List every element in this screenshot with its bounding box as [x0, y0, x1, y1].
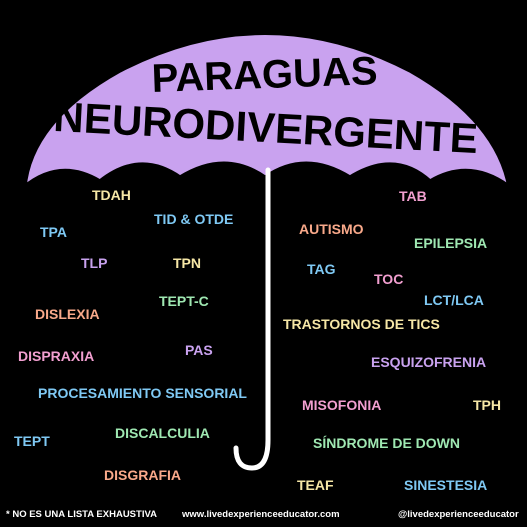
- term-teaf: TEAF: [297, 477, 334, 493]
- term-discalculia: DISCALCULIA: [115, 425, 210, 441]
- term-misofonia: MISOFONIA: [302, 397, 382, 413]
- term-tept: TEPT: [14, 433, 50, 449]
- term-sinestesia: SINESTESIA: [404, 477, 488, 493]
- footer-website[interactable]: www.livedexperienceeducator.com: [182, 509, 340, 520]
- umbrella-handle: [233, 167, 271, 471]
- term-sindrome-de-down: SÍNDROME DE DOWN: [313, 435, 460, 451]
- term-trastornos-de-tics: TRASTORNOS DE TICS: [283, 316, 440, 332]
- term-dispraxia: DISPRAXIA: [18, 348, 95, 364]
- footer-note: * NO ES UNA LISTA EXHAUSTIVA: [6, 509, 157, 520]
- term-tept-c: TEPT-C: [159, 293, 209, 309]
- title-line-1: PARAGUAS: [151, 49, 378, 101]
- footer-handle[interactable]: @livedexperienceeducator: [398, 509, 519, 520]
- term-tag: TAG: [307, 261, 336, 277]
- term-lct-lca: LCT/LCA: [424, 292, 484, 308]
- term-tlp: TLP: [81, 255, 108, 271]
- term-tph: TPH: [473, 397, 501, 413]
- umbrella-canopy: [21, 30, 513, 191]
- term-tab: TAB: [399, 188, 427, 204]
- term-esquizofrenia: ESQUIZOFRENIA: [371, 354, 487, 370]
- term-dislexia: DISLEXIA: [35, 306, 100, 322]
- term-toc: TOC: [374, 271, 404, 287]
- term-epilepsia: EPILEPSIA: [414, 235, 488, 251]
- term-autismo: AUTISMO: [299, 221, 364, 237]
- term-tid-otde: TID & OTDE: [154, 211, 234, 227]
- term-procesamiento-sensorial: PROCESAMIENTO SENSORIAL: [38, 385, 247, 401]
- term-pas: PAS: [185, 342, 213, 358]
- term-tdah: TDAH: [92, 187, 131, 203]
- term-tpn: TPN: [173, 255, 201, 271]
- term-tpa: TPA: [40, 224, 67, 240]
- term-disgrafia: DISGRAFIA: [104, 467, 181, 483]
